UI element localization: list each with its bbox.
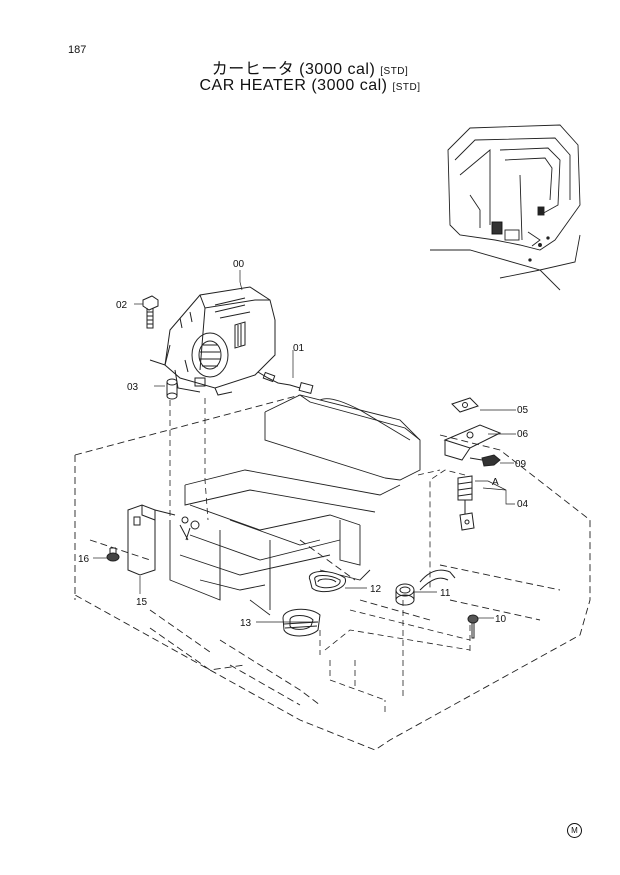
label-01: 01	[293, 343, 305, 354]
title-japanese: カーヒータ (3000 cal) [STD]	[0, 55, 620, 79]
label-13: 13	[240, 618, 252, 629]
leader-lines	[93, 270, 516, 623]
circled-m-mark: M	[567, 823, 582, 838]
collar-03	[166, 378, 178, 400]
bracket-fastener	[179, 516, 200, 541]
label-00: 00	[233, 259, 245, 270]
label-03: 03	[127, 382, 139, 393]
cover-15	[127, 504, 176, 576]
label-15: 15	[136, 597, 148, 608]
label-04: 04	[517, 499, 529, 510]
floor-plate-dashed	[74, 394, 591, 751]
heater-unit	[149, 286, 276, 396]
title-japanese-text: カーヒータ (3000 cal)	[211, 61, 376, 78]
label-10: 10	[495, 614, 507, 625]
std-tag-en: [STD]	[392, 82, 421, 93]
screw-10	[467, 614, 479, 639]
title-english-text: CAR HEATER (3000 cal)	[199, 77, 388, 94]
label-09: 09	[515, 459, 527, 470]
label-12: 12	[370, 584, 382, 595]
label-02: 02	[116, 300, 128, 311]
std-tag-jp: [STD]	[380, 66, 409, 77]
grommet-13	[282, 608, 321, 637]
bolt-02	[142, 295, 159, 329]
label-16: 16	[78, 554, 90, 565]
hose-curve	[419, 569, 456, 591]
alignment-lines	[169, 398, 471, 712]
heater-harness	[257, 371, 314, 395]
switch-group	[443, 397, 502, 531]
label-06: 06	[517, 429, 529, 440]
label-05: 05	[517, 405, 529, 416]
title-english: CAR HEATER (3000 cal) [STD]	[0, 77, 620, 95]
bolt-16	[106, 547, 120, 562]
grommet-12	[308, 571, 346, 593]
page-number: 187	[68, 44, 87, 56]
cab-inset-view	[430, 124, 581, 291]
label-11: 11	[440, 588, 451, 599]
grommet-11	[395, 583, 415, 606]
label-A: A	[492, 477, 499, 488]
seat-stand	[169, 394, 421, 616]
